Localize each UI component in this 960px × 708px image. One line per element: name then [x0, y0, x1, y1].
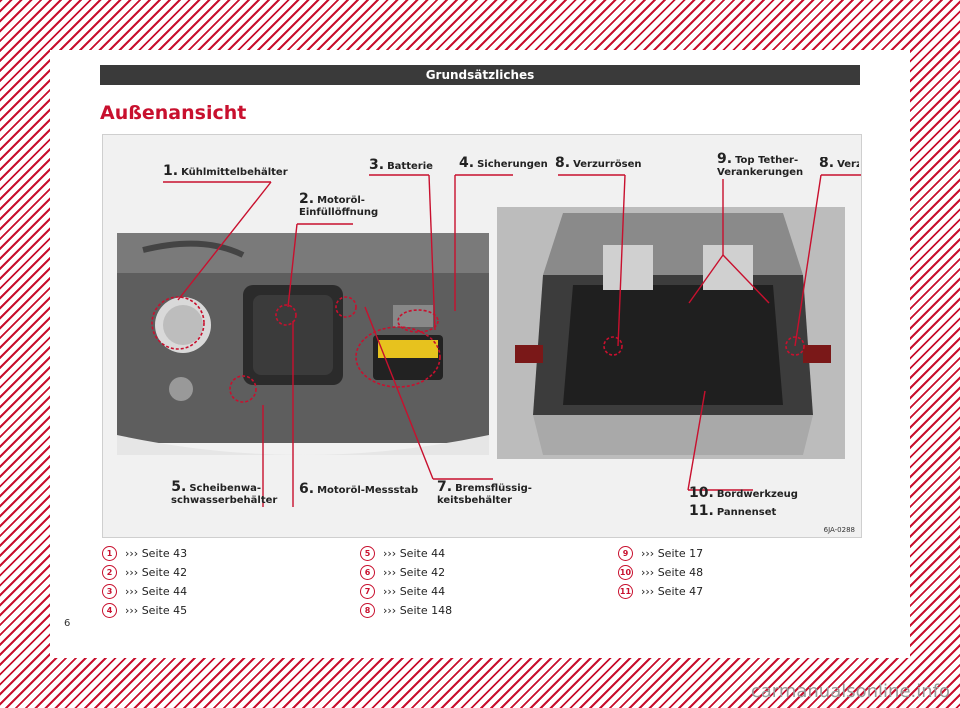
- label-3: 3.Batterie: [369, 157, 433, 173]
- engine-bay-image: [117, 233, 489, 455]
- label-8-right: 8.Verzurrösen: [819, 157, 859, 171]
- reference-item[interactable]: 8››› Seite 148: [360, 601, 452, 620]
- figure-code: 6JA-0288: [823, 526, 855, 534]
- page-number: 6: [64, 618, 71, 629]
- watermark: carmanualsonline.info: [750, 681, 950, 702]
- references-column-1: 1››› Seite 43 2››› Seite 42 3››› Seite 4…: [102, 544, 187, 620]
- page-title: Außenansicht: [100, 102, 247, 124]
- label-8-left: 8.Verzurrösen: [555, 155, 642, 171]
- trunk-image: [497, 207, 845, 459]
- reference-badge: 4: [102, 603, 117, 618]
- label-1: 1.Kühlmittelbehälter: [163, 163, 288, 179]
- references-column-2: 5››› Seite 44 6››› Seite 42 7››› Seite 4…: [360, 544, 452, 620]
- reference-badge: 11: [618, 584, 633, 599]
- label-4: 4.Sicherungen: [459, 155, 548, 171]
- label-10: 10.Bordwerkzeug: [689, 485, 798, 501]
- figure-illustration: [117, 174, 861, 507]
- reference-item[interactable]: 7››› Seite 44: [360, 582, 452, 601]
- reference-badge: 6: [360, 565, 375, 580]
- label-9: 9.Top Tether-Verankerungen: [717, 151, 804, 178]
- label-11: 11.Pannenset: [689, 503, 777, 519]
- reference-badge: 3: [102, 584, 117, 599]
- reference-badge: 2: [102, 565, 117, 580]
- reference-badge: 8: [360, 603, 375, 618]
- reference-item[interactable]: 11››› Seite 47: [618, 584, 704, 599]
- section-header: Grundsätzliches: [100, 65, 860, 85]
- reference-item[interactable]: 2››› Seite 42: [102, 563, 187, 582]
- reference-badge: 10: [618, 565, 633, 580]
- reference-badge: 7: [360, 584, 375, 599]
- manual-page: Grundsätzliches Außenansicht: [50, 50, 910, 658]
- reference-item[interactable]: 6››› Seite 42: [360, 563, 452, 582]
- reference-item[interactable]: 9››› Seite 17: [618, 544, 703, 563]
- label-6: 6.Motoröl-Messstab: [299, 481, 419, 497]
- reference-item[interactable]: 5››› Seite 44: [360, 544, 452, 563]
- label-7: 7.Bremsflüssig-keitsbehälter: [437, 479, 532, 506]
- reference-badge: 5: [360, 546, 375, 561]
- references-column-3: 9››› Seite 17 10››› Seite 48 11››› Seite…: [618, 544, 703, 601]
- reference-item[interactable]: 10››› Seite 48: [618, 565, 704, 580]
- reference-item[interactable]: 1››› Seite 43: [102, 544, 187, 563]
- highlight-markers: [151, 296, 805, 403]
- label-5: 5.Scheibenwa-schwasserbehälter: [171, 479, 278, 506]
- leader-lines: [163, 174, 861, 507]
- reference-item[interactable]: 4››› Seite 45: [102, 601, 187, 620]
- figure-exterior-view: 1.Kühlmittelbehälter 2.Motoröl-Einfüllöf…: [102, 134, 862, 538]
- label-2: 2.Motoröl-Einfüllöffnung: [299, 191, 379, 218]
- reference-item[interactable]: 3››› Seite 44: [102, 582, 187, 601]
- reference-badge: 1: [102, 546, 117, 561]
- reference-badge: 9: [618, 546, 633, 561]
